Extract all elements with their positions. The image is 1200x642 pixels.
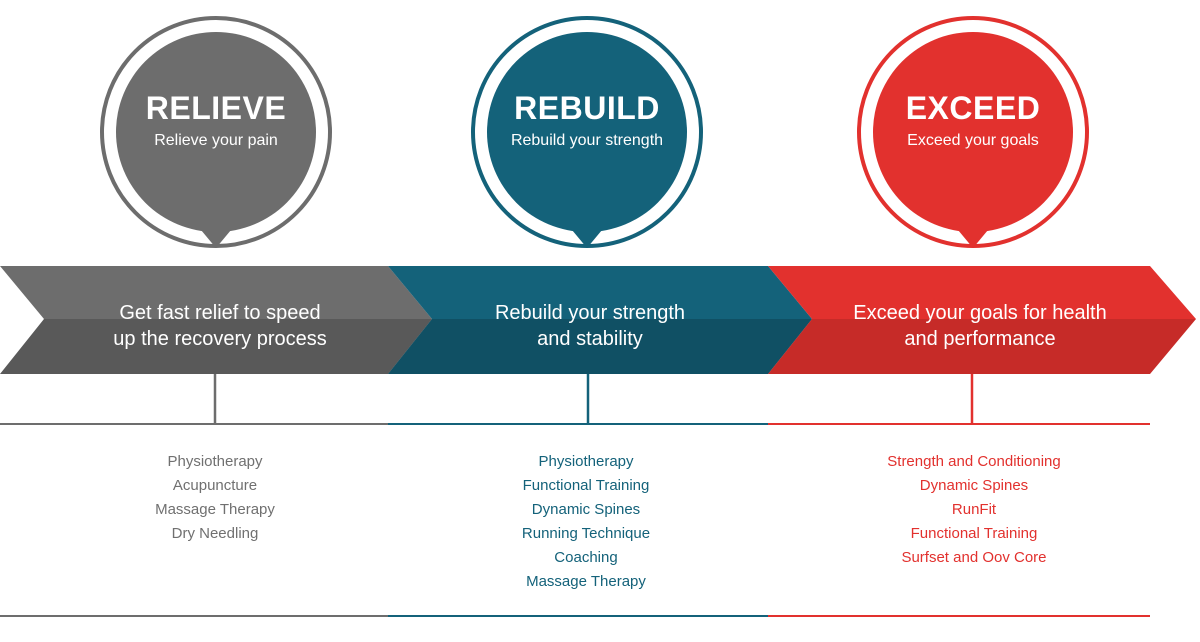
list-item: Dynamic Spines (919, 477, 1029, 494)
band-line-1-rebuild: Rebuild your strength (494, 302, 686, 324)
band-text-rebuild: Rebuild your strength and stability (440, 296, 740, 356)
band-text-relieve: Get fast relief to speed up the recovery… (60, 296, 380, 356)
list-item: Dynamic Spines (531, 501, 641, 518)
stage-title-rebuild: REBUILD (514, 90, 660, 126)
badge-text-relieve: RELIEVE Relieve your pain (101, 22, 331, 252)
list-item: Functional Training (910, 525, 1038, 542)
list-item: Strength and Conditioning (887, 453, 1061, 470)
band-segment-rebuild (388, 266, 812, 374)
list-item: Massage Therapy (155, 501, 275, 518)
badge-exceed (857, 16, 1089, 248)
band-shade-relieve (0, 319, 432, 374)
band-segment-exceed (768, 266, 1196, 374)
band-line-1-exceed: Exceed your goals for health (853, 302, 1107, 324)
list-item: Massage Therapy (526, 573, 646, 590)
list-item: Running Technique (521, 525, 651, 542)
stage-subtitle-rebuild: Rebuild your strength (510, 132, 664, 149)
badge-text-rebuild: REBUILD Rebuild your strength (472, 22, 702, 252)
badge-relieve (100, 16, 332, 248)
list-item: Coaching (554, 549, 618, 566)
band-shade-exceed (768, 319, 1196, 374)
list-item: Acupuncture (172, 477, 258, 494)
list-item: Physiotherapy (167, 453, 263, 470)
list-item: Dry Needling (171, 525, 259, 542)
service-list-rebuild: Physiotherapy Functional Training Dynami… (436, 450, 736, 594)
band-shade-rebuild (388, 319, 812, 374)
stage-subtitle-exceed: Exceed your goals (907, 132, 1039, 149)
list-item: RunFit (951, 501, 997, 518)
stage-title-exceed: EXCEED (905, 90, 1041, 126)
list-item: Surfset and Oov Core (901, 549, 1047, 566)
band-line-2-exceed: and performance (904, 328, 1056, 350)
list-item: Functional Training (522, 477, 650, 494)
service-list-relieve: Physiotherapy Acupuncture Massage Therap… (65, 450, 365, 546)
list-item: Physiotherapy (538, 453, 634, 470)
stage-title-relieve: RELIEVE (145, 90, 287, 126)
band-line-1-relieve: Get fast relief to speed (119, 302, 321, 324)
band-line-2-rebuild: and stability (537, 328, 643, 350)
badge-rebuild (471, 16, 703, 248)
band-line-2-relieve: up the recovery process (113, 328, 327, 350)
service-list-exceed: Strength and Conditioning Dynamic Spines… (824, 450, 1124, 570)
band-text-exceed: Exceed your goals for health and perform… (820, 296, 1140, 356)
badge-text-exceed: EXCEED Exceed your goals (858, 22, 1088, 252)
stage-subtitle-relieve: Relieve your pain (154, 132, 278, 149)
band-segment-relieve (0, 266, 432, 374)
